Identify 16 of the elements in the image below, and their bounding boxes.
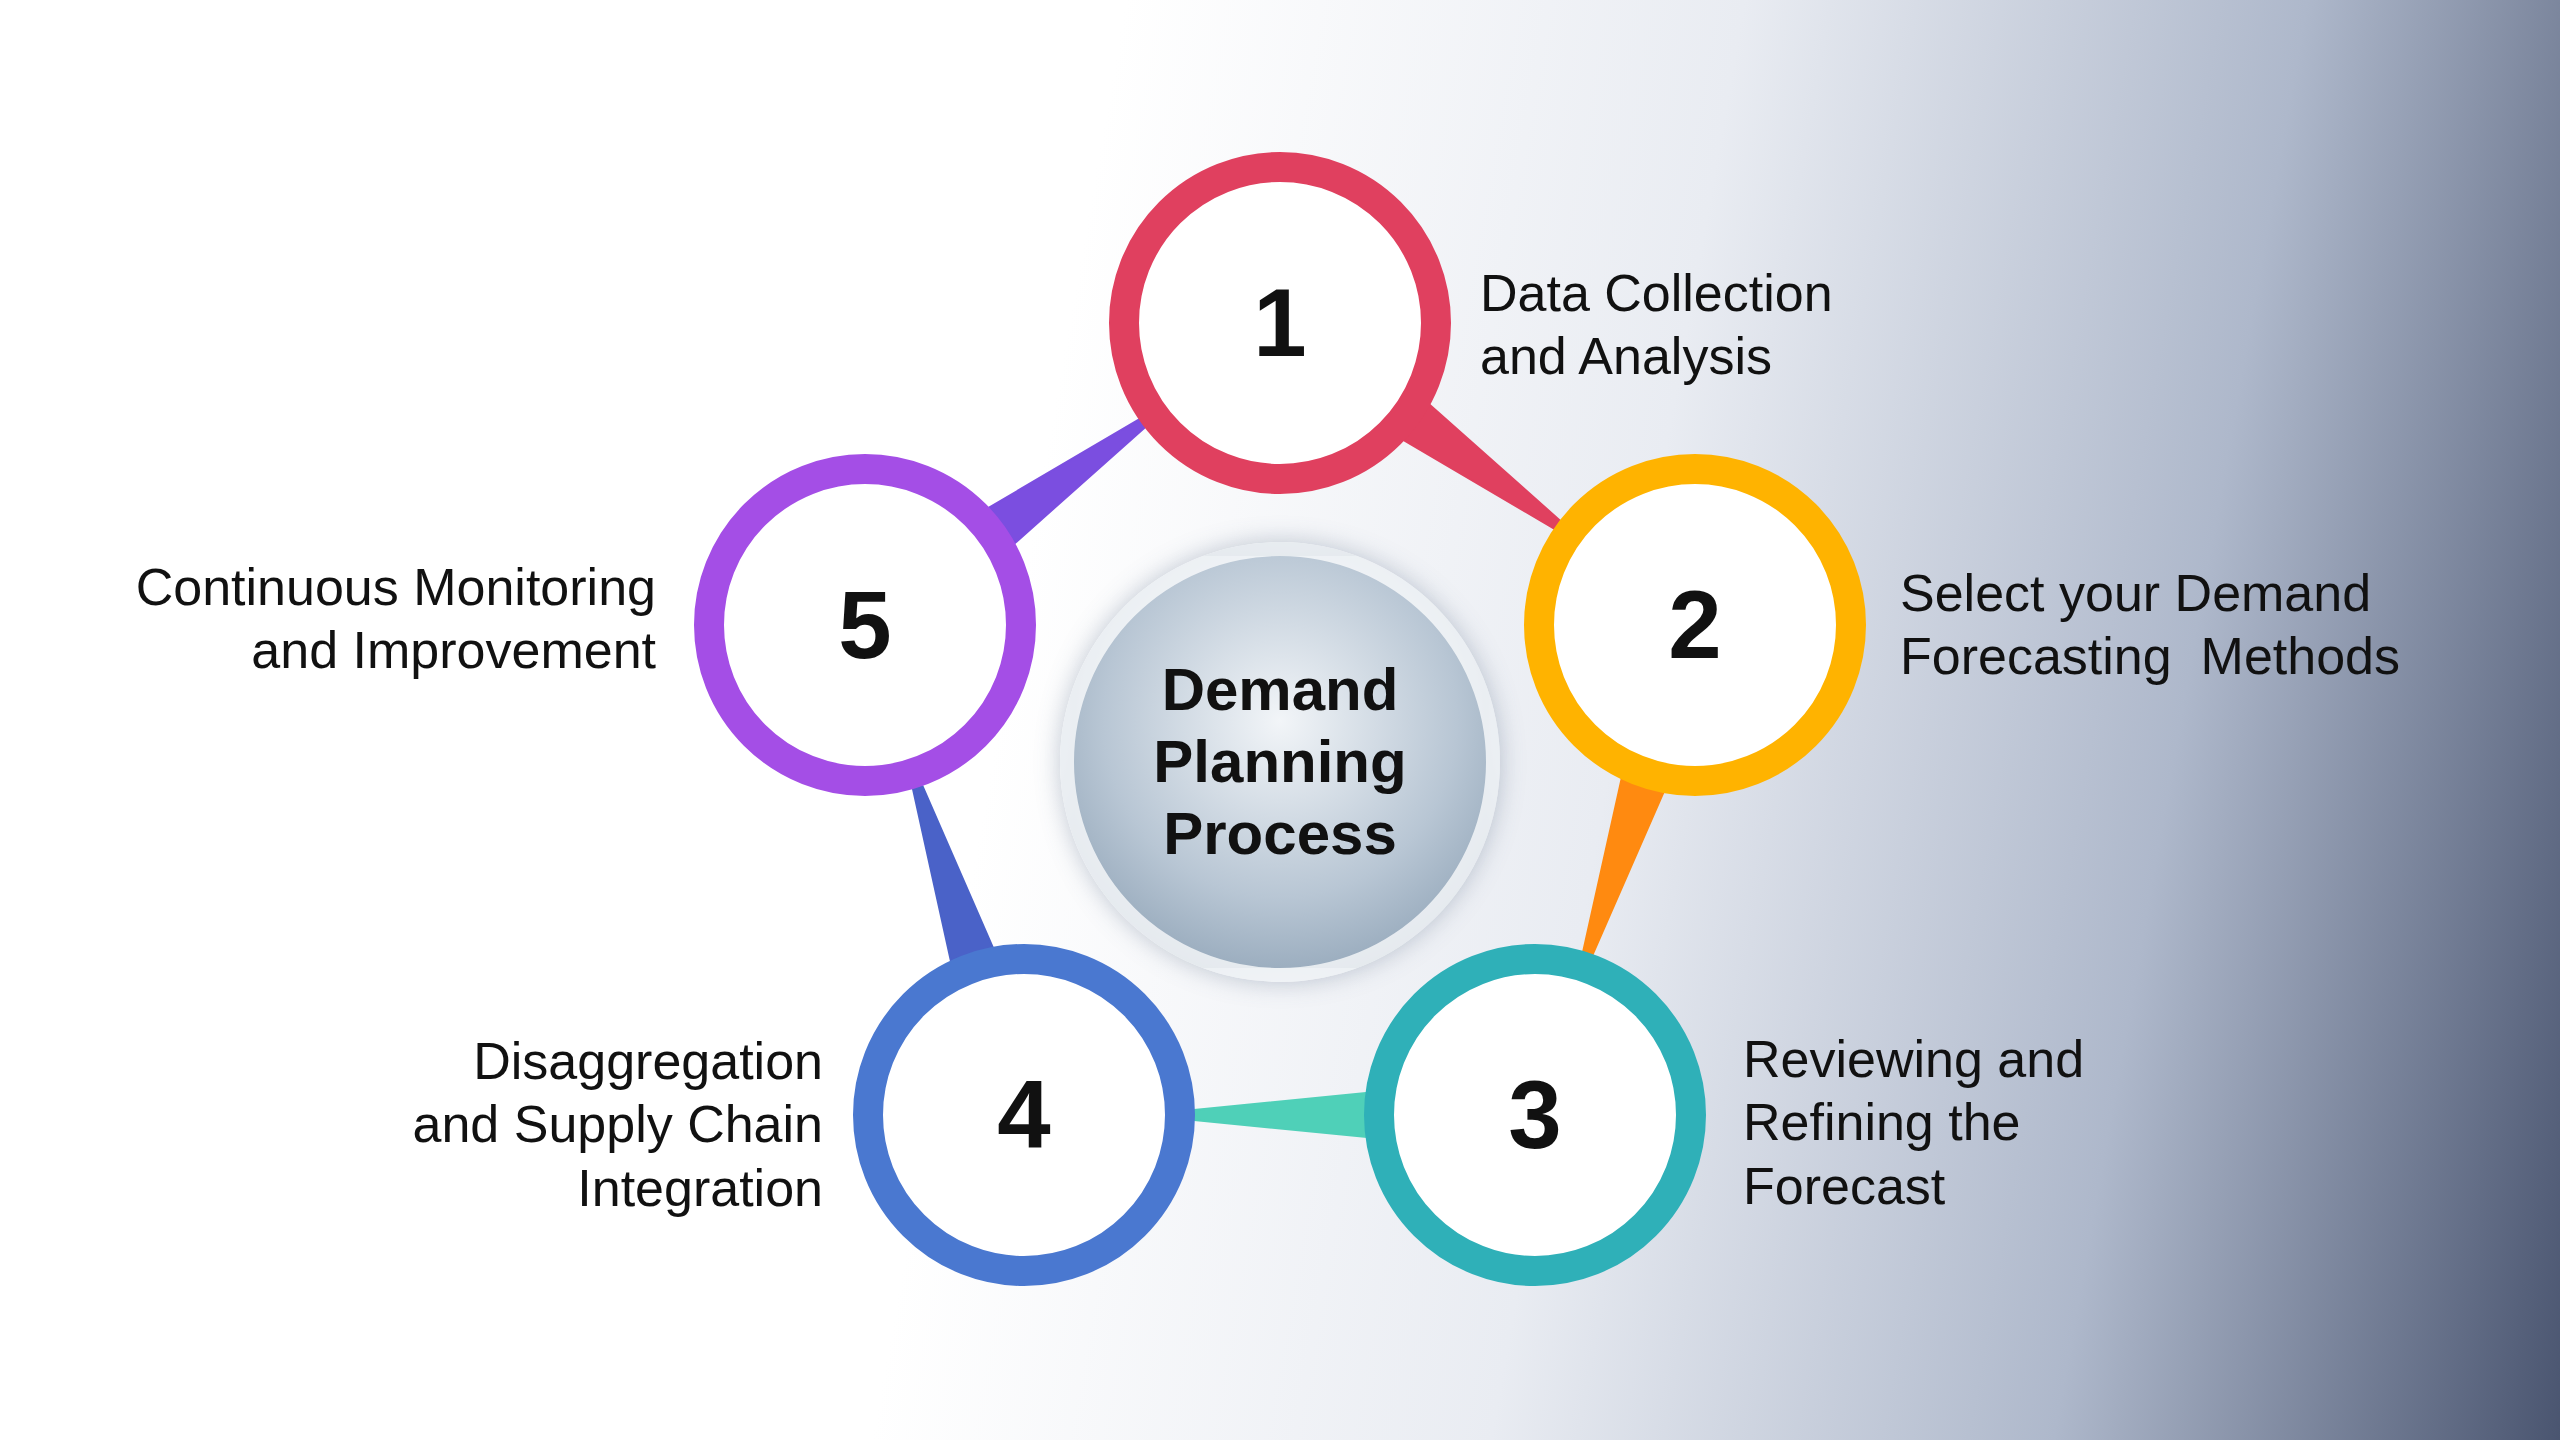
step-number: 5: [838, 570, 892, 680]
connector-tail: [1582, 777, 1665, 956]
step-label: Select your Demand Forecasting Methods: [1900, 563, 2402, 688]
step-number: 3: [1508, 1060, 1562, 1170]
connector-tail: [1402, 403, 1562, 530]
connector-tail: [987, 418, 1147, 545]
step-label: Reviewing and Refining the Forecast: [1743, 1029, 2086, 1217]
step-label: Data Collection and Analysis: [1480, 263, 1834, 388]
connector-tail: [911, 784, 995, 963]
step-label: Disaggregation and Supply Chain Integration: [411, 1031, 823, 1219]
connector-tail: [1194, 1091, 1367, 1139]
step-label: Continuous Monitoring and Improvement: [134, 557, 656, 682]
center-title: Demand Planning Process: [1152, 655, 1408, 869]
step-number: 4: [997, 1060, 1051, 1170]
step-number: 1: [1253, 268, 1307, 378]
step-number: 2: [1668, 570, 1722, 680]
